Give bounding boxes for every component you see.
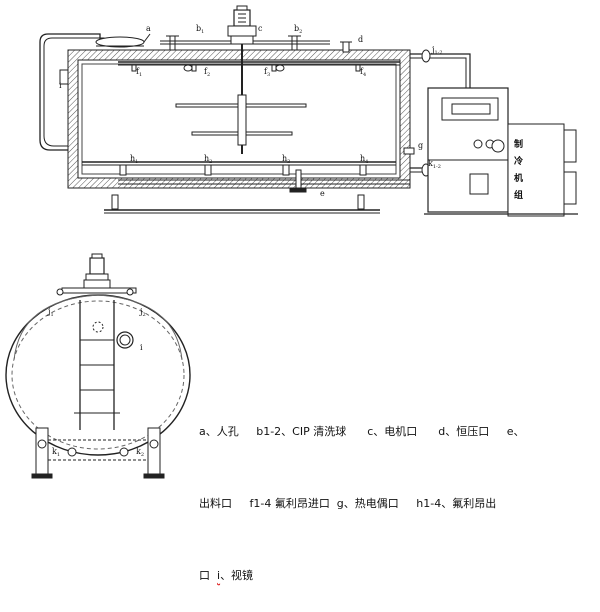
label-i-side: i [59,81,62,90]
front-view [5,253,191,479]
left-pipe-loop [39,33,101,151]
label-e: e [320,189,325,198]
label-c: c [258,24,263,33]
freon-outlet-h4 [359,164,367,176]
label-k1: k1 [52,447,60,458]
sight-glass-i-side [59,69,69,85]
side-view [39,5,578,217]
label-b2: b2 [294,24,302,35]
freon-inlet-f2 [183,64,197,72]
label-a: a [146,24,151,33]
legend-line-3: 口 i、视镜 [199,564,594,588]
freon-outlet-h3 [282,164,290,176]
freon-inlet-f4 [355,64,361,72]
label-j1: j1 [47,307,54,318]
label-h1: h1 [130,154,138,165]
front-labels: j1 j2 i k1 k2 [47,307,146,458]
unit-title-1: 冷 [514,155,523,167]
freon-inlet-f3 [271,64,285,72]
unit-title-2: 机 [514,172,523,184]
tank-base [104,194,380,214]
side-labels: a b1 c b2 d j1-2 i f1 f2 f3 f4 g k1-2 h1… [59,24,523,201]
discharge-outlet-e [289,169,307,193]
label-h3: h3 [282,154,290,165]
label-d: d [358,35,363,44]
inner-vessel [81,63,397,175]
refrigeration-unit [424,87,578,217]
cip-ball-b2 [288,35,301,51]
label-f1: f1 [136,67,142,78]
unit-title-0: 制 [514,138,523,150]
front-tank-inner [11,300,185,450]
label-k2: k2 [136,447,144,458]
front-motor [83,253,111,291]
tank-diagram: a b1 c b2 d j1-2 i f1 f2 f3 f4 g k1-2 h1… [5,5,578,479]
label-g: g [418,141,423,150]
legend-line-2: 出料口 f1-4 氟利昂进口 g、热电偶口 h1-4、氟利昂出 [199,497,497,510]
legend-line-3-c: 、视镜 [220,569,254,582]
label-h2: h2 [204,154,212,165]
label-f3: f3 [264,67,270,78]
legend-line-1: a、人孔 b1-2、CIP 清洗球 c、电机口 d、恒压口 e、 [199,425,525,438]
front-tank-outer [5,294,191,456]
cip-ball-b1 [166,35,179,51]
pressure-port-d [340,41,352,53]
motor-c [227,5,257,45]
label-b1: b1 [196,24,204,35]
label-j2: j2 [139,307,146,318]
label-j12: j1-2 [431,45,443,56]
diagram-legend: a、人孔 b1-2、CIP 清洗球 c、电机口 d、恒压口 e、 出料口 f1-… [199,372,594,612]
front-legs [31,427,165,479]
front-ladder [74,300,120,430]
freon-inlet-f1 [131,64,137,72]
thermocouple-port-g [403,147,415,155]
freon-outlet-h1 [119,164,127,176]
label-f2: f2 [204,67,210,78]
label-i-front: i [140,343,143,352]
unit-title-3: 组 [514,189,523,201]
label-k12: k1-2 [428,159,441,170]
freon-outlet-h2 [204,164,212,176]
label-h4: h4 [360,154,368,165]
legend-line-3-a: 口 [199,569,217,582]
label-f4: f4 [360,67,366,78]
